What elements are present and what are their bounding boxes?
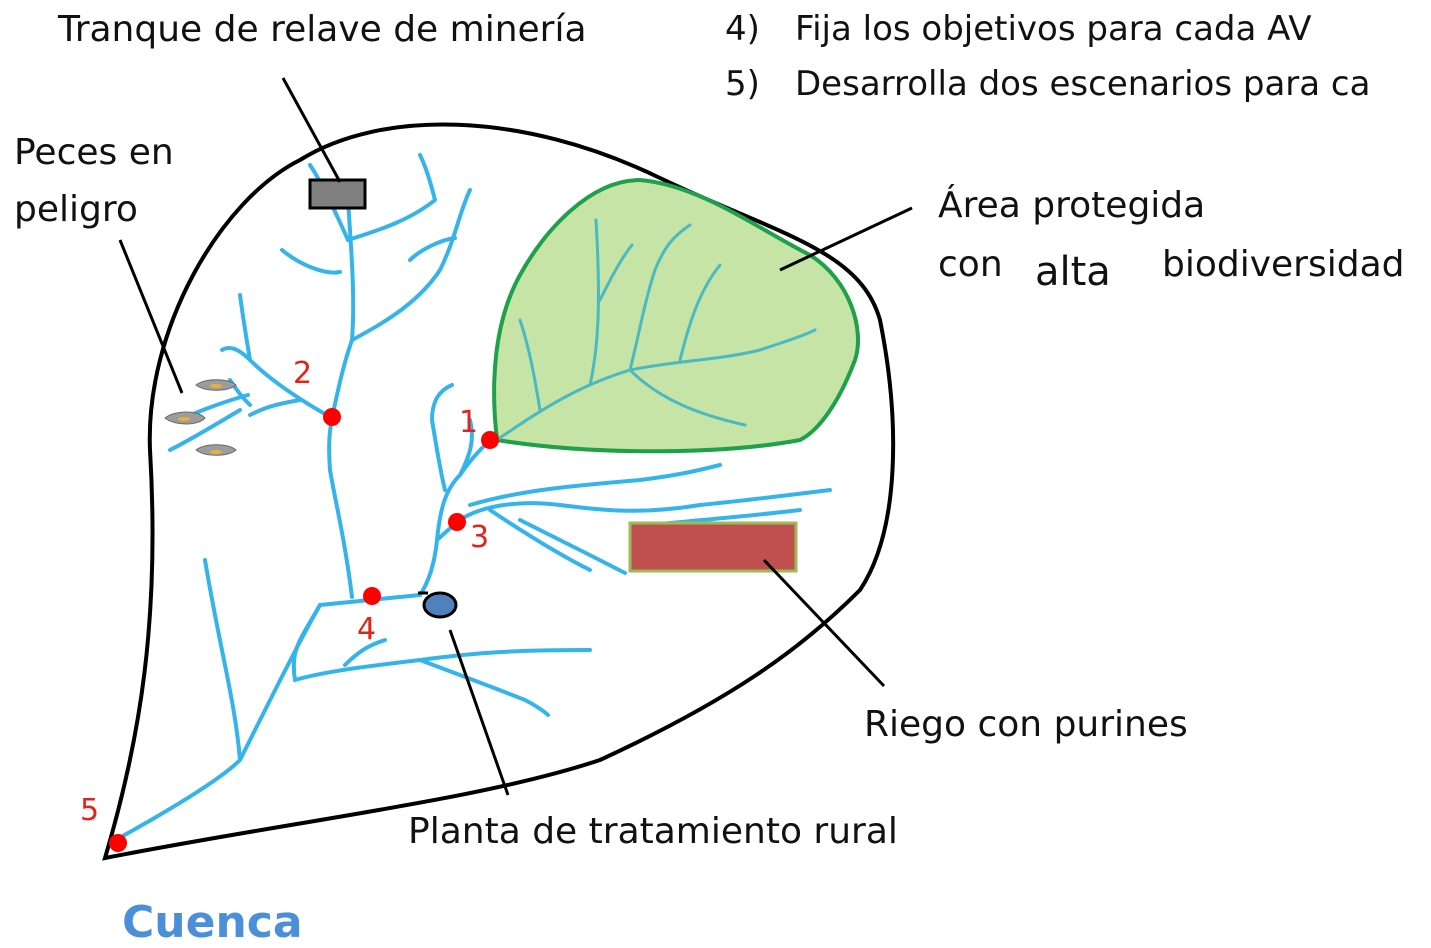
- protected-label-line1: Área protegida: [938, 185, 1206, 226]
- tailings-label: Tranque de relave de minería: [58, 9, 587, 50]
- fish-pointer: [118, 239, 184, 394]
- point-1-label: 1: [459, 405, 479, 440]
- irrigation-pointer: [762, 558, 886, 688]
- step-item: 5) Desarrolla dos escenarios para ca: [725, 57, 1370, 112]
- point-4-label: 4: [357, 612, 377, 647]
- treatment-plant-label: Planta de tratamiento rural: [408, 811, 898, 852]
- tailings-dam: [308, 178, 367, 210]
- point-2-label: 2: [293, 356, 313, 391]
- basin-title: Cuenca: [122, 897, 303, 948]
- point-5-label: 5: [80, 793, 100, 828]
- step-number: 5): [725, 64, 760, 104]
- protected-label-biodiversidad: biodiversidad: [1162, 244, 1405, 285]
- river-network: [110, 153, 832, 844]
- fish-icon: [195, 444, 237, 456]
- point-1-marker: [481, 431, 499, 449]
- protected-label-alta: alta: [1035, 249, 1111, 295]
- treatment-plant: [422, 591, 458, 619]
- fish-icons: [164, 379, 237, 456]
- sampling-points: [109, 408, 499, 852]
- protected-streams: [495, 218, 817, 442]
- basin-outline: [102, 122, 896, 861]
- protected-label-con: con: [938, 244, 1003, 285]
- fish-icon: [195, 379, 237, 391]
- plant-pointer: [448, 629, 510, 796]
- fish-label-line1: Peces en: [14, 132, 174, 173]
- protected-pointer: [779, 206, 913, 272]
- step-text: Fija los objetivos para cada AV: [795, 9, 1312, 49]
- step-list: 4) Fija los objetivos para cada AV 5) Desa…: [725, 2, 1370, 112]
- irrigation-area: [628, 521, 798, 573]
- fish-icon: [164, 411, 206, 425]
- protected-area: [492, 177, 860, 454]
- step-number: 4): [725, 9, 760, 49]
- point-2-marker: [323, 408, 341, 426]
- fish-label-line2: peligro: [14, 189, 138, 230]
- irrigation-label: Riego con purines: [864, 704, 1188, 745]
- point-4-marker: [363, 587, 381, 605]
- step-text: Desarrolla dos escenarios para ca: [795, 64, 1371, 104]
- point-3-label: 3: [470, 520, 490, 555]
- tailings-pointer: [281, 77, 342, 183]
- point-5-marker: [109, 834, 127, 852]
- pointer-lines: [118, 77, 913, 796]
- point-3-marker: [448, 513, 466, 531]
- step-item: 4) Fija los objetivos para cada AV: [725, 2, 1370, 57]
